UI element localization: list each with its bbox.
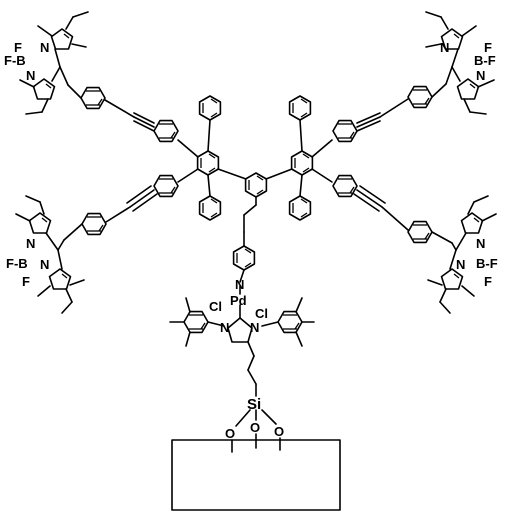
silica-surface (171, 439, 341, 511)
atom-cl: Cl (255, 306, 268, 321)
atom-f: F (14, 40, 22, 55)
atom-si: Si (247, 396, 261, 413)
silica-support (171, 409, 341, 511)
atom-o: O (250, 420, 260, 435)
atom-cl: Cl (209, 299, 222, 314)
atom-f: F (22, 274, 30, 289)
bodipy-lower-right (427, 195, 497, 314)
atom-b-f: B-F (476, 256, 498, 271)
atom-o: O (274, 424, 284, 439)
nhc-complex (169, 297, 315, 397)
atom-n: N (26, 236, 35, 251)
atom-b-f: B-F (474, 53, 496, 68)
pyridine-linker (232, 196, 257, 295)
bodipy-upper-right (425, 11, 495, 115)
atom-labels: F F-B N N F B-F N N N F-B F N N B-F F N … (4, 40, 498, 441)
atom-n: N (235, 277, 244, 292)
atom-n: N (220, 320, 229, 335)
arm-upper-left (67, 84, 179, 143)
atom-n: N (40, 257, 49, 272)
atom-f-b: F-B (6, 256, 28, 271)
atom-n: N (40, 40, 49, 55)
arm-lower-right (332, 174, 453, 244)
atom-n: N (26, 68, 35, 83)
atom-f: F (484, 40, 492, 55)
atom-f-b: F-B (4, 53, 26, 68)
atom-n: N (250, 320, 259, 335)
atom-n: N (456, 257, 465, 272)
arm-upper-right (332, 83, 447, 143)
arm-lower-left (63, 174, 179, 241)
atom-o: O (225, 426, 235, 441)
bodipy-lower-left (15, 195, 85, 314)
bodipy-upper-left (19, 11, 89, 115)
atom-n: N (440, 40, 449, 55)
core-rings (177, 95, 333, 221)
atom-f: F (484, 274, 492, 289)
atom-pd: Pd (230, 293, 247, 308)
atom-n: N (476, 68, 485, 83)
atom-n: N (476, 236, 485, 251)
